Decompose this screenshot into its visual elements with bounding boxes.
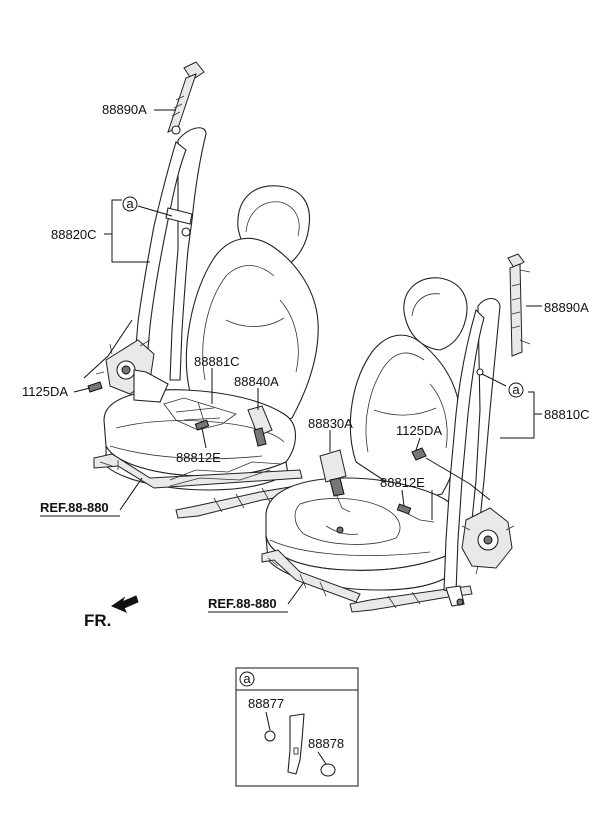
callout-a-left: a (122, 196, 138, 212)
inset-a-label: a (243, 671, 251, 686)
label-1125DA-right: 1125DA (396, 423, 442, 438)
buckle-88830A-icon (319, 449, 347, 483)
right-seat-belt-assembly (411, 253, 531, 607)
label-88830A: 88830A (308, 416, 353, 431)
cap-88877-icon (264, 730, 276, 742)
callout-a-right: a (508, 382, 524, 398)
label-88840A: 88840A (234, 374, 279, 389)
front-direction-indicator: FR. (84, 595, 139, 630)
label-88878: 88878 (308, 736, 344, 751)
left-seat-belt-assembly (87, 61, 207, 403)
svg-text:a: a (512, 382, 520, 397)
leader-lines (73, 109, 542, 605)
sensor-88812E-right-icon (396, 503, 412, 515)
label-88890A-right: 88890A (544, 300, 589, 315)
left-seat (93, 185, 319, 519)
svg-text:FR.: FR. (84, 611, 111, 630)
label-88810C: 88810C (544, 407, 590, 422)
label-88890A-left: 88890A (102, 102, 147, 117)
sensor-88812E-left-icon (194, 419, 210, 431)
buckle-88840A-icon (247, 405, 273, 437)
right-seat (261, 277, 473, 613)
ref-right[interactable]: REF.88-880 (208, 596, 288, 613)
cap-88878-icon (320, 763, 336, 777)
svg-text:REF.88-880: REF.88-880 (208, 596, 277, 611)
bolt-1125DA-right-icon (411, 447, 427, 461)
label-88881C: 88881C (194, 354, 240, 369)
svg-text:a: a (126, 196, 134, 211)
ref-left[interactable]: REF.88-880 (40, 500, 120, 517)
label-88820C: 88820C (51, 227, 97, 242)
svg-text:REF.88-880: REF.88-880 (40, 500, 109, 515)
label-88812E-right: 88812E (380, 475, 425, 490)
inset-box-a: a 88877 88878 (235, 667, 359, 787)
label-88877: 88877 (248, 696, 284, 711)
label-1125DA-left: 1125DA (22, 384, 68, 399)
label-88812E-left: 88812E (176, 450, 221, 465)
bolt-1125DA-left-icon (87, 381, 103, 393)
front-arrow-icon (110, 595, 139, 613)
